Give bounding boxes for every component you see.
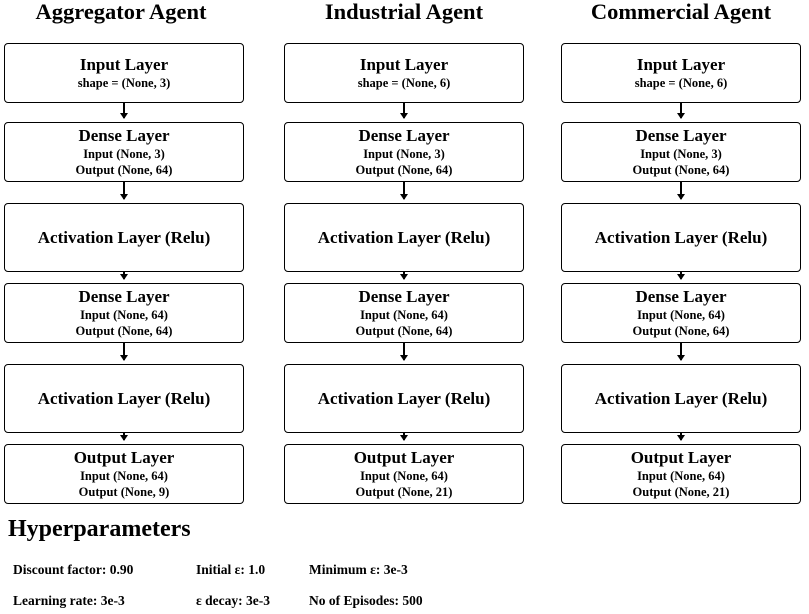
layer-detail: shape = (None, 6) <box>357 76 451 90</box>
layer-name: Activation Layer (Relu) <box>594 388 768 408</box>
hyperparameter-episodes: No of Episodes: 500 <box>309 592 423 610</box>
layer-detail: shape = (None, 3) <box>77 76 171 90</box>
hyperparameter-learning-rate: Learning rate: 3e-3 <box>13 592 125 610</box>
layer-detail: Output (None, 64) <box>75 163 173 177</box>
layer-box-input-layer: Input Layer shape = (None, 6) <box>284 43 524 103</box>
layer-box-activation-layer-relu: Activation Layer (Relu) <box>4 364 244 433</box>
layer-name: Activation Layer (Relu) <box>37 227 211 247</box>
hyperparameter-epsilon-decay: ε decay: 3e-3 <box>196 592 270 610</box>
hyperparameter-label: ε decay: <box>196 593 243 608</box>
flow-arrow <box>677 182 685 200</box>
layer-name: Output Layer <box>353 448 455 467</box>
layer-name: Activation Layer (Relu) <box>37 388 211 408</box>
layer-name: Output Layer <box>630 448 732 467</box>
hyperparameter-initial-epsilon: Initial ε: 1.0 <box>196 561 265 579</box>
hyperparameter-value: 1.0 <box>248 562 266 577</box>
agent-title: Aggregator Agent <box>35 0 207 24</box>
flow-arrow <box>677 433 685 441</box>
layer-name: Dense Layer <box>78 126 170 145</box>
layer-detail: Input (None, 64) <box>637 308 725 322</box>
layer-name: Dense Layer <box>78 287 170 306</box>
layer-detail: Input (None, 3) <box>640 147 722 161</box>
layer-detail: Output (None, 21) <box>632 485 730 499</box>
layer-box-input-layer: Input Layer shape = (None, 6) <box>561 43 801 103</box>
layer-name: Input Layer <box>79 55 169 74</box>
flow-arrow <box>120 182 128 200</box>
flow-arrow <box>120 433 128 441</box>
hyperparameters-title: Hyperparameters <box>8 516 191 542</box>
layer-detail: Output (None, 21) <box>355 485 453 499</box>
layer-name: Activation Layer (Relu) <box>594 227 768 247</box>
agent-title: Commercial Agent <box>590 0 772 24</box>
hyperparameter-value: 3e-3 <box>100 593 125 608</box>
layer-name: Output Layer <box>73 448 175 467</box>
layer-name: Activation Layer (Relu) <box>317 388 491 408</box>
layer-box-activation-layer-relu: Activation Layer (Relu) <box>561 203 801 272</box>
flow-arrow <box>120 272 128 280</box>
layer-detail: Input (None, 3) <box>83 147 165 161</box>
hyperparameter-value: 3e-3 <box>383 562 408 577</box>
layer-detail: Output (None, 64) <box>355 324 453 338</box>
layer-box-activation-layer-relu: Activation Layer (Relu) <box>284 364 524 433</box>
hyperparameter-discount-factor: Discount factor: 0.90 <box>13 561 133 579</box>
layer-name: Input Layer <box>636 55 726 74</box>
layer-name: Dense Layer <box>635 287 727 306</box>
flow-arrow <box>400 343 408 361</box>
hyperparameter-value: 0.90 <box>109 562 134 577</box>
layer-detail: Input (None, 3) <box>363 147 445 161</box>
hyperparameter-label: Minimum ε: <box>309 562 381 577</box>
layer-detail: shape = (None, 6) <box>634 76 728 90</box>
flow-arrow <box>400 103 408 119</box>
layer-detail: Output (None, 9) <box>78 485 170 499</box>
flow-arrow <box>677 343 685 361</box>
layer-name: Input Layer <box>359 55 449 74</box>
flow-arrow <box>677 272 685 280</box>
layer-box-activation-layer-relu: Activation Layer (Relu) <box>4 203 244 272</box>
hyperparameter-label: Learning rate: <box>13 593 98 608</box>
hyperparameter-label: Discount factor: <box>13 562 107 577</box>
flow-arrow <box>677 103 685 119</box>
hyperparameter-value: 3e-3 <box>246 593 271 608</box>
hyperparameter-value: 500 <box>402 593 423 608</box>
hyperparameter-label: No of Episodes: <box>309 593 400 608</box>
flow-arrow <box>120 103 128 119</box>
layer-box-activation-layer-relu: Activation Layer (Relu) <box>284 203 524 272</box>
layer-name: Activation Layer (Relu) <box>317 227 491 247</box>
layer-box-input-layer: Input Layer shape = (None, 3) <box>4 43 244 103</box>
hyperparameter-label: Initial ε: <box>196 562 245 577</box>
flow-arrow <box>400 182 408 200</box>
layer-detail: Output (None, 64) <box>75 324 173 338</box>
hyperparameter-minimum-epsilon: Minimum ε: 3e-3 <box>309 561 408 579</box>
layer-box-activation-layer-relu: Activation Layer (Relu) <box>561 364 801 433</box>
flow-arrow <box>120 343 128 361</box>
layer-name: Dense Layer <box>358 126 450 145</box>
layer-detail: Input (None, 64) <box>80 469 168 483</box>
layer-detail: Input (None, 64) <box>637 469 725 483</box>
flow-arrow <box>400 272 408 280</box>
layer-detail: Output (None, 64) <box>632 324 730 338</box>
layer-detail: Input (None, 64) <box>80 308 168 322</box>
agent-title: Industrial Agent <box>324 0 484 24</box>
layer-detail: Output (None, 64) <box>355 163 453 177</box>
flow-arrow <box>400 433 408 441</box>
layer-detail: Input (None, 64) <box>360 308 448 322</box>
layer-detail: Output (None, 64) <box>632 163 730 177</box>
layer-name: Dense Layer <box>358 287 450 306</box>
layer-detail: Input (None, 64) <box>360 469 448 483</box>
layer-name: Dense Layer <box>635 126 727 145</box>
